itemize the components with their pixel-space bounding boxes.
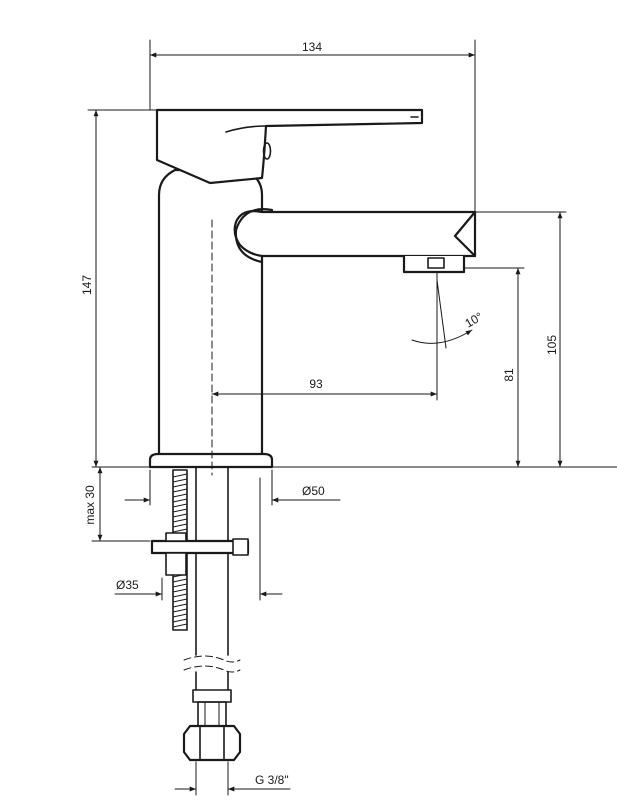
dim-base-diameter-label: Ø50 xyxy=(302,484,325,498)
dimension-81: 81 xyxy=(463,267,525,468)
connection-fitting xyxy=(182,689,242,762)
dimension-105: 105 xyxy=(474,211,567,468)
rod-thread xyxy=(172,588,188,593)
rod-thread xyxy=(172,618,188,623)
dim-connection-thread-label: G 3/8" xyxy=(255,773,289,787)
dim-deck-thickness-label: max 30 xyxy=(83,485,97,525)
dimension-max30: max 30 xyxy=(83,466,151,542)
rod-thread xyxy=(172,603,188,608)
rod-thread xyxy=(172,608,188,613)
rod-thread xyxy=(172,598,188,603)
rod-thread xyxy=(172,623,188,628)
dimension-35: Ø35 xyxy=(114,477,283,601)
rod-thread xyxy=(172,528,188,533)
rod-thread xyxy=(172,498,188,503)
dimension-147: 147 xyxy=(80,109,158,468)
dimension-50: Ø50 xyxy=(124,469,341,506)
rod-thread xyxy=(172,478,188,483)
dim-total-width-label: 134 xyxy=(302,40,322,54)
rod-thread xyxy=(172,523,188,528)
rod-thread xyxy=(172,593,188,598)
faucet-body xyxy=(148,108,477,476)
dimension-93: 93 xyxy=(211,271,438,401)
rod-thread xyxy=(172,483,188,488)
dimension-g38: G 3/8" xyxy=(174,761,291,796)
rod-thread xyxy=(172,488,188,493)
dim-angle-label: 10° xyxy=(463,309,486,330)
dim-total-height-label: 147 xyxy=(80,275,94,295)
dim-aerator-height-label: 81 xyxy=(502,368,516,382)
rod-thread xyxy=(172,578,188,583)
dim-spout-reach-label: 93 xyxy=(309,377,323,391)
spout xyxy=(233,210,477,258)
dim-spout-height-label: 105 xyxy=(545,335,559,355)
mounting-assembly xyxy=(150,467,250,762)
dimension-134: 134 xyxy=(149,39,476,213)
rod-thread xyxy=(172,613,188,618)
aerator xyxy=(402,254,466,274)
rod-thread xyxy=(172,508,188,513)
rod-thread xyxy=(172,518,188,523)
rod-thread xyxy=(172,503,188,508)
rod-thread xyxy=(172,513,188,518)
dimension-10-deg: 10° xyxy=(411,279,486,349)
dim-hole-diameter-label: Ø35 xyxy=(116,578,139,592)
lever-handle xyxy=(155,108,424,185)
rod-thread xyxy=(172,583,188,588)
rod-thread xyxy=(172,493,188,498)
rod-thread xyxy=(172,473,188,478)
